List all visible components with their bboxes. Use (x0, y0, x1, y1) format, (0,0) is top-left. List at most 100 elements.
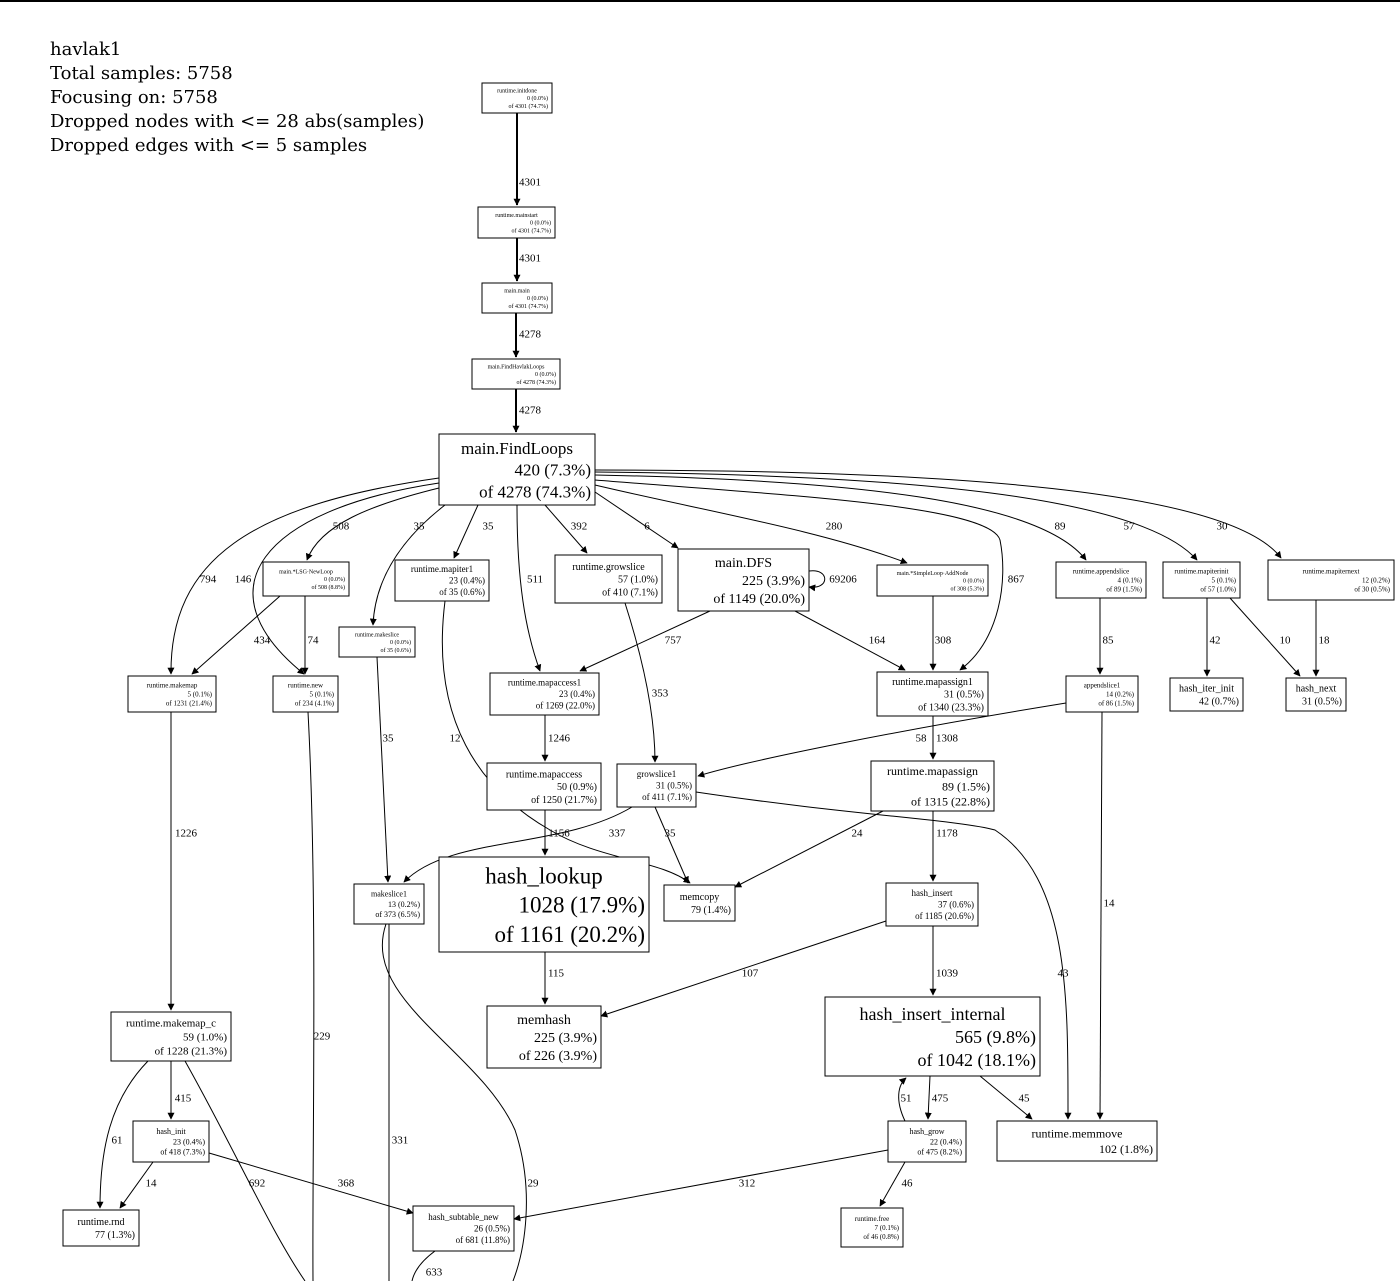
edge-growslice1-memmove (695, 791, 1072, 1120)
edge-label-subtablenew-down: 633 (426, 1267, 443, 1279)
node-box (1285, 677, 1347, 712)
edge-findloops-makeslice (369, 504, 446, 626)
edge-label-findloops-appendslice: 89 (1055, 521, 1067, 533)
node-box (481, 282, 553, 314)
edge-label-findloops-mapiternext: 30 (1217, 521, 1229, 533)
node-box (481, 82, 553, 114)
node-name: runtime.rnd (78, 1217, 125, 1228)
node-name: hash_next (1296, 684, 1337, 695)
edge-label-findloops-dfs: 6 (644, 521, 650, 533)
node-flat: 0 (0.0%) (324, 576, 345, 583)
node-box (554, 554, 663, 604)
node-cum: of 4278 (74.3%) (517, 379, 557, 386)
node-name: memcopy (680, 892, 719, 903)
node-cum: of 475 (8.2%) (917, 1148, 962, 1157)
node-flat: 5 (0.1%) (1212, 577, 1237, 585)
node-flat: 7 (0.1%) (875, 1224, 900, 1232)
node-cum: of 418 (7.3%) (160, 1148, 205, 1157)
edge-findloops-mapaccess1 (516, 504, 542, 672)
node-makemapc[interactable]: runtime.makemap_c59 (1.0%)of 1228 (21.3%… (110, 1011, 232, 1062)
node-flat: 23 (0.4%) (173, 1137, 205, 1146)
node-cum: of 30 (0.5%) (1354, 585, 1390, 593)
node-name: runtime.appendslice (1073, 568, 1130, 576)
profile-summary: havlak1 Total samples: 5758 Focusing on:… (50, 38, 424, 158)
edge-label-mapassign1-mapassign: 1308 (936, 733, 959, 745)
edge-label-mapassign-memcopy: 24 (852, 828, 864, 840)
node-box (132, 1120, 210, 1163)
node-box (471, 358, 561, 390)
edge-label-mapiter1-memcopy: 12 (450, 733, 461, 745)
edge-label-simpleloop-mapassign1: 308 (935, 635, 952, 647)
edge-makemapc-rnd (96, 1060, 149, 1209)
node-name: main.main (504, 288, 530, 294)
node-name: runtime.initdone (497, 88, 537, 94)
edge-hashgrow-subtablenew (513, 1149, 889, 1222)
edge-label-makeslice-makeslice1: 35 (383, 733, 395, 745)
edge-label-appendslice-appendslice1: 85 (1103, 635, 1115, 647)
edge-hashinit-subtablenew (208, 1152, 414, 1215)
node-box (272, 675, 339, 713)
edge-label-makemapc-down: 692 (249, 1178, 266, 1190)
dropped-edges: Dropped edges with <= 5 samples (50, 135, 368, 156)
node-flat: 0 (0.0%) (963, 578, 984, 585)
node-name: runtime.makemap_c (126, 1017, 216, 1029)
edge-subtablenew-down (411, 1250, 436, 1281)
node-flat: 89 (1.5%) (942, 779, 990, 793)
node-cum: of 1231 (21.4%) (166, 699, 213, 707)
edge-findloops-rtnew (252, 482, 440, 675)
node-box (486, 762, 602, 811)
edge-findloops-mapiternext (594, 469, 1282, 559)
node-flat: 225 (3.9%) (534, 1031, 597, 1046)
edge-makeslice-makeslice1 (376, 656, 392, 883)
node-box (1267, 559, 1395, 601)
node-cum: of 373 (6.5%) (375, 910, 420, 919)
edge-makemapc-down (184, 1060, 306, 1281)
node-box (353, 883, 425, 925)
edge-label-hashinit-rnd: 14 (146, 1178, 158, 1190)
edge-label-findloops-makeslice: 35 (414, 521, 426, 533)
node-box (887, 1120, 967, 1163)
node-box (486, 1005, 602, 1069)
node-box (1169, 677, 1244, 712)
edge-label-findloops-simpleloop: 280 (826, 521, 843, 533)
edge-label-hashgrow-rtfree: 46 (902, 1178, 914, 1190)
node-box (677, 548, 810, 612)
edge-label-growslice-growslice1: 353 (652, 688, 669, 700)
